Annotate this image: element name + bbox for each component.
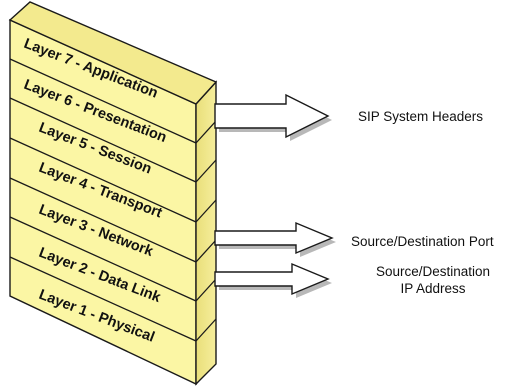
arrow-right-icon bbox=[214, 221, 334, 255]
layer-divider-front bbox=[9, 177, 197, 263]
stack-top-face bbox=[8, 1, 218, 105]
layer-divider-front bbox=[9, 137, 197, 223]
arrow-right-icon bbox=[214, 93, 330, 139]
layer-divider-front bbox=[9, 216, 197, 302]
arrow-port bbox=[214, 221, 336, 257]
layer-divider-side bbox=[195, 239, 217, 263]
layer-divider-side bbox=[195, 199, 217, 223]
layer-divider-front bbox=[9, 58, 197, 144]
layer-divider-side bbox=[195, 120, 217, 144]
stack-side-face bbox=[195, 80, 217, 386]
arrow-right-icon bbox=[214, 262, 330, 296]
layer-divider-side bbox=[195, 318, 217, 342]
layer-divider-side bbox=[195, 278, 217, 302]
sip-headers-label: SIP System Headers bbox=[358, 109, 483, 124]
layer-divider-front bbox=[9, 256, 197, 342]
arrow-ip-address bbox=[214, 262, 332, 298]
layer-divider-side bbox=[195, 159, 217, 183]
ip-label-line1: Source/Destination bbox=[376, 264, 490, 279]
arrow-sip-headers bbox=[214, 93, 332, 141]
layer-stack: Layer 7 - Application Layer 6 - Presenta… bbox=[8, 1, 218, 386]
layer-divider-front bbox=[9, 97, 197, 183]
ip-label-line2: IP Address bbox=[400, 281, 465, 296]
port-label: Source/Destination Port bbox=[351, 234, 494, 249]
layer-dividers bbox=[9, 58, 217, 342]
